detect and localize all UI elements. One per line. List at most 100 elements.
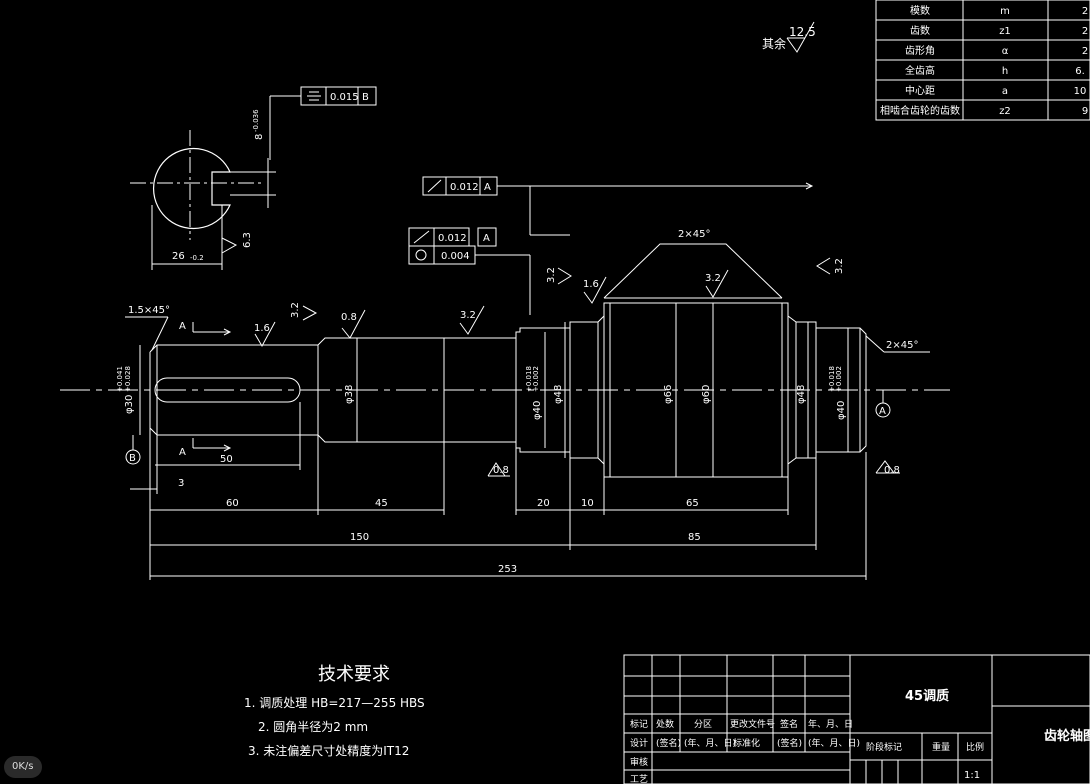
- runout-frame-top: 0.012 A: [422, 176, 814, 236]
- requirement-2: 2. 圆角半径为2 mm: [258, 720, 368, 734]
- param-label-1: 齿数: [910, 24, 930, 37]
- param-symbol-5: z2: [999, 106, 1011, 117]
- annotation-marks: 1.5×45° 2×45° 2×45° 1.6 3.2 0.8 3.2 3.2 …: [125, 229, 930, 477]
- runout-frame-mid: 0.012 A 0.004: [408, 227, 531, 315]
- d40-left-label: φ40: [532, 401, 543, 420]
- param-value-0: 2: [1082, 6, 1088, 17]
- d30-label: φ30: [124, 395, 135, 414]
- section-roughness: 6.3: [242, 232, 253, 248]
- chamfer-left: 1.5×45°: [128, 305, 170, 316]
- d40-right-label: φ40: [836, 401, 847, 420]
- network-speed-badge: 0K/s: [4, 756, 42, 778]
- tb-scale-value: 1:1: [964, 770, 980, 781]
- param-value-1: 2: [1082, 26, 1088, 37]
- param-value-4: 10: [1074, 86, 1087, 97]
- requirement-1: 1. 调质处理 HB=217—255 HBS: [244, 696, 425, 710]
- param-label-2: 齿形角: [905, 45, 935, 57]
- section-a-top: A: [179, 321, 186, 332]
- technical-requirements: 技术要求 1. 调质处理 HB=217—255 HBS 2. 圆角半径为2 mm…: [244, 664, 425, 758]
- diameter-dimensions: φ30 +0.041 +0.028 φ38 φ40 +0.018 +0.002 …: [116, 303, 849, 477]
- shaft-outline: [60, 243, 950, 478]
- gear-parameter-table: 模数 m 2 齿数 z1 2 齿形角 α 2 全齿高 h 6. 中心距 a 10…: [875, 0, 1090, 121]
- len-60: 60: [226, 498, 239, 509]
- param-label-0: 模数: [910, 4, 930, 17]
- rough-16b: 1.6: [583, 279, 599, 290]
- section-datum: B: [362, 92, 369, 103]
- len-20: 20: [537, 498, 550, 509]
- datum-a: A: [879, 406, 886, 417]
- rough-08a: 0.8: [341, 312, 357, 323]
- d30-tol-lo: +0.028: [124, 366, 132, 392]
- len-85: 85: [688, 532, 701, 543]
- rough-32e: 3.2: [834, 258, 845, 274]
- param-value-3: 6.: [1075, 66, 1085, 77]
- tb-design-1: (签名): [656, 737, 681, 749]
- rough-08b: 0.8: [493, 465, 509, 476]
- param-value-5: 9: [1082, 106, 1088, 117]
- param-label-4: 中心距: [905, 84, 935, 97]
- len-65: 65: [686, 498, 699, 509]
- datum-b: B: [129, 453, 136, 464]
- len-150: 150: [350, 532, 369, 543]
- rough-08c: 0.8: [884, 465, 900, 476]
- part-name: 齿轮轴图: [1044, 728, 1090, 744]
- section-tolerance: 0.015: [330, 92, 359, 103]
- runout-top-datum: A: [484, 182, 491, 193]
- d48-left-label: φ48: [553, 385, 564, 404]
- rough-32c: 3.2: [546, 267, 557, 283]
- requirements-title: 技术要求: [318, 664, 390, 685]
- cylindricity-value: 0.004: [441, 251, 470, 262]
- section-depth: 26: [172, 251, 185, 262]
- param-label-5: 相啮合齿轮的齿数: [880, 104, 960, 117]
- param-symbol-0: m: [1000, 6, 1010, 17]
- len-10: 10: [581, 498, 594, 509]
- keyway-width: 8: [254, 134, 265, 140]
- tb-weight-label: 重量: [932, 741, 950, 753]
- section-a-bottom: A: [179, 447, 186, 458]
- tb-row-2: 分区: [694, 719, 712, 730]
- tb-design-3: 标准化: [733, 737, 760, 749]
- requirement-3: 3. 未注偏差尺寸处精度为IT12: [248, 743, 409, 758]
- len-253: 253: [498, 564, 517, 575]
- rough-32a: 3.2: [290, 302, 301, 318]
- section-marks: A A A B: [125, 321, 891, 465]
- tb-review: 审核: [630, 756, 648, 768]
- tb-stage-label: 阶段标记: [866, 741, 902, 753]
- roughness-rest-label: 其余: [762, 36, 786, 51]
- title-block: 45调质 齿轮轴图 标记 处数 分区 更改文件号 签名 年、月、日 设计 (签名…: [623, 654, 1090, 784]
- d30-tol-up: +0.041: [116, 366, 124, 392]
- tb-row-0: 标记: [630, 718, 648, 730]
- roughness-rest-value: 12.5: [789, 25, 816, 39]
- tb-design-2: (年、月、日): [684, 737, 736, 749]
- d60-label: φ60: [701, 385, 712, 404]
- param-symbol-4: a: [1002, 86, 1008, 97]
- rough-16a: 1.6: [254, 323, 270, 334]
- tb-row-1: 处数: [656, 718, 674, 730]
- len-3: 3: [178, 478, 184, 489]
- tb-process: 工艺: [630, 774, 648, 784]
- d40-right-tol-up: +0.018: [828, 366, 836, 392]
- length-dimensions: 50 3 60 45 20 10 65 150 85 253: [130, 402, 867, 580]
- tb-design-5: (年、月、日): [808, 737, 860, 749]
- tb-scale-label: 比例: [966, 741, 984, 753]
- d48-right-label: φ48: [796, 385, 807, 404]
- len-45: 45: [375, 498, 388, 509]
- d40-left-tol-up: +0.018: [525, 366, 533, 392]
- chamfer-gear: 2×45°: [678, 229, 710, 240]
- tb-row-4: 签名: [780, 718, 798, 730]
- param-symbol-2: α: [1002, 46, 1009, 57]
- chamfer-right: 2×45°: [886, 340, 918, 351]
- tb-design-4: (签名): [777, 737, 802, 749]
- runout-top-value: 0.012: [450, 182, 479, 193]
- len-50: 50: [220, 454, 233, 465]
- d38-label: φ38: [344, 385, 355, 404]
- tb-row-5: 年、月、日: [808, 718, 853, 730]
- roughness-rest: 其余 12.5: [762, 21, 816, 53]
- param-symbol-3: h: [1002, 66, 1008, 77]
- tb-row-3: 更改文件号: [730, 718, 775, 730]
- material-label: 45调质: [905, 688, 949, 704]
- param-symbol-1: z1: [999, 26, 1011, 37]
- keyway-width-tol: -0.036: [252, 109, 260, 132]
- d40-right-tol-lo: +0.002: [835, 366, 843, 392]
